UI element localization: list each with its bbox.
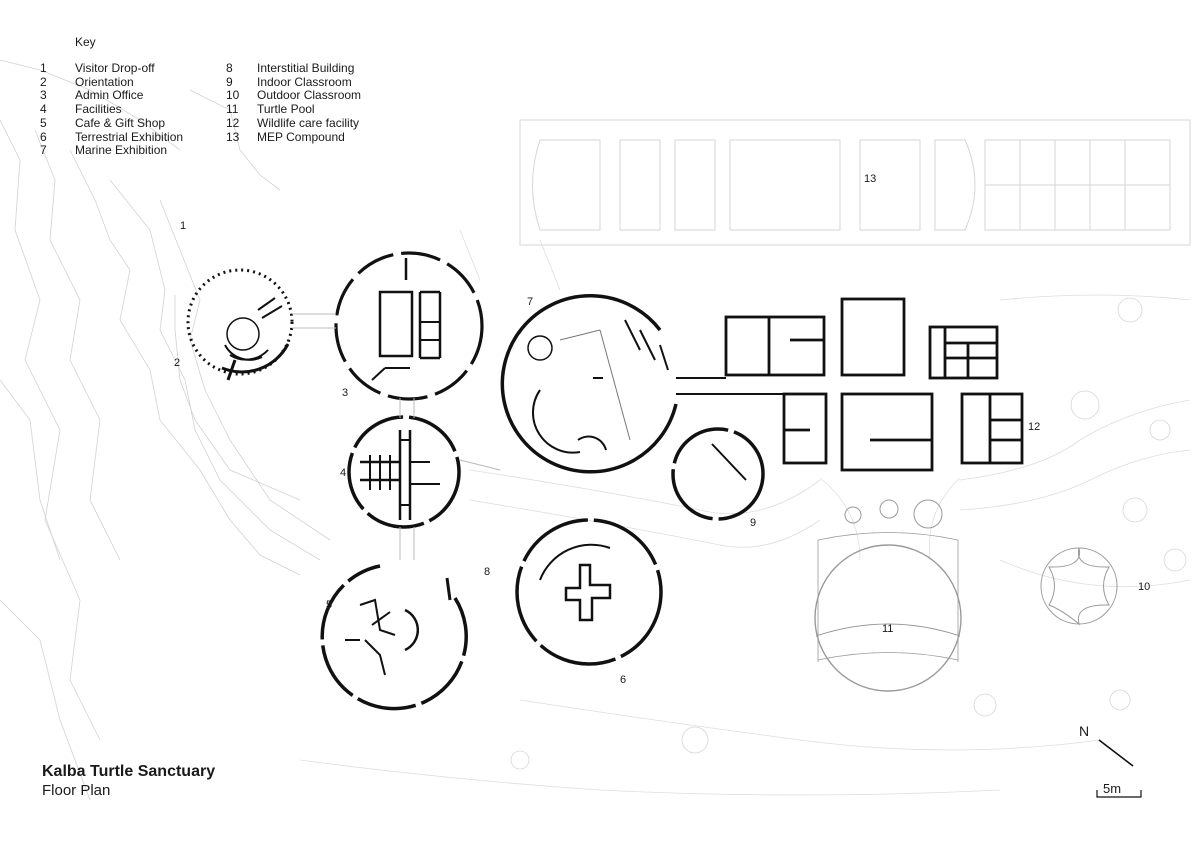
building-facilities — [347, 415, 461, 529]
plan-label-7: 7 — [527, 296, 533, 308]
key-item-number: 6 — [40, 129, 47, 144]
key-item-label: Marine Exhibition — [75, 143, 168, 158]
outdoor-classroom — [1040, 547, 1118, 626]
key-item-number: 2 — [40, 74, 47, 89]
plan-label-6: 6 — [620, 674, 626, 686]
building-marine-exhibition — [500, 294, 678, 474]
plan-label-1: 1 — [180, 220, 186, 232]
key-item-label: Turtle Pool — [257, 102, 315, 117]
corridors — [292, 313, 790, 560]
key-item-label: Facilities — [75, 102, 122, 117]
key-item-label: Cafe & Gift Shop — [75, 115, 166, 130]
key-item: 9 Indoor Classroom — [226, 74, 361, 90]
trees — [510, 297, 1187, 770]
plan-label-12: 12 — [1028, 421, 1040, 433]
drawing-subtitle: Floor Plan — [42, 782, 111, 799]
key-item-label: Interstitial Building — [257, 61, 355, 75]
plan-label-4: 4 — [340, 467, 346, 479]
building-wildlife-care-facility — [724, 297, 1024, 472]
key-item-number: 13 — [226, 129, 240, 144]
plan-label-10: 10 — [1138, 581, 1150, 593]
key-item: 1 Visitor Drop-off — [40, 61, 183, 76]
north-arrow: N — [1079, 723, 1134, 767]
plan-label-9: 9 — [750, 517, 756, 529]
key-item-number: 10 — [226, 88, 240, 103]
key-item: 5 Cafe & Gift Shop — [40, 115, 183, 131]
scale-bar: 5m — [1096, 781, 1142, 798]
plan-label-3: 3 — [342, 387, 348, 399]
key-item: 4 Facilities — [40, 102, 183, 117]
drawing-title: Kalba Turtle Sanctuary — [42, 763, 216, 780]
key-item-number: 9 — [226, 74, 233, 89]
key-title: Key — [75, 35, 96, 49]
key-item-number: 1 — [40, 61, 47, 75]
building-terrestrial-exhibition — [515, 518, 663, 666]
key-item: 2 Orientation — [40, 74, 183, 90]
key-item-label: Outdoor Classroom — [257, 88, 362, 103]
key-item: 13 MEP Compound — [226, 129, 361, 145]
key-item: 10 Outdoor Classroom — [226, 89, 361, 103]
turtle-pool — [814, 499, 962, 692]
key-item-label: Visitor Drop-off — [75, 61, 155, 75]
key-item-label: Orientation — [75, 74, 134, 89]
plan-label-13: 13 — [864, 173, 876, 185]
key-column-1: 1 Visitor Drop-off 2 Orientation 3 Admin Of… — [40, 61, 184, 158]
building-indoor-classroom — [671, 427, 765, 521]
key-item: 8 Interstitial Building — [226, 61, 361, 76]
key-column-2: 8 Interstitial Building 9 Indoor Classroom… — [226, 61, 361, 145]
plan-labels: 1 2 3 4 5 6 7 8 9 10 11 12 13 — [174, 173, 1150, 686]
scale-label: 5m — [1103, 781, 1121, 796]
key-item-label: Terrestrial Exhibition — [75, 129, 184, 144]
key-item-number: 11 — [226, 102, 239, 117]
key-item: 3 Admin Office — [40, 89, 183, 103]
mep-compound-outline — [519, 119, 1191, 246]
key-item-label: Wildlife care facility — [257, 115, 360, 130]
building-cafe-gift-shop — [320, 564, 468, 711]
plan-label-11: 11 — [882, 623, 893, 635]
key-item-number: 7 — [40, 143, 47, 158]
key-item-number: 12 — [226, 115, 240, 130]
terrain-contours — [0, 59, 331, 801]
building-admin-office — [334, 251, 484, 401]
title-block: Kalba Turtle Sanctuary Floor Plan — [42, 762, 215, 801]
plan-label-2: 2 — [174, 357, 180, 369]
key-item-number: 8 — [226, 61, 233, 75]
key-item: 7 Marine Exhibition — [40, 144, 183, 158]
key-item-label: Admin Office — [75, 88, 144, 103]
plan-label-8: 8 — [484, 566, 490, 578]
key-item-label: Indoor Classroom — [257, 74, 352, 89]
key-item-number: 4 — [40, 102, 47, 117]
landscape-paths — [299, 229, 1191, 796]
north-label: N — [1079, 723, 1089, 739]
key-item: 6 Terrestrial Exhibition — [40, 129, 184, 145]
key-item-number: 3 — [40, 88, 47, 103]
key-item-label: MEP Compound — [257, 129, 345, 144]
key-item-number: 5 — [40, 115, 47, 130]
building-orientation — [186, 268, 294, 381]
key-item: 12 Wildlife care facility — [226, 115, 361, 131]
plan-label-5: 5 — [326, 599, 332, 611]
key-item: 11 Turtle Pool — [226, 102, 361, 117]
